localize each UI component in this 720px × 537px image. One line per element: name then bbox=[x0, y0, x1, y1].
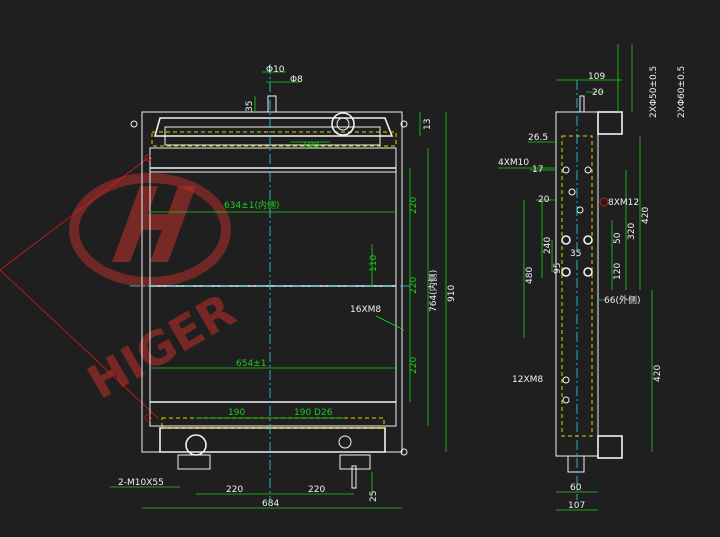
dim-35: 35 bbox=[570, 249, 581, 259]
side-hole-5 bbox=[561, 235, 571, 245]
leader-16xm8 bbox=[375, 315, 405, 331]
side-hole-1 bbox=[562, 166, 570, 174]
dim-13: 13 bbox=[423, 119, 433, 130]
dim-120: 120 bbox=[613, 263, 623, 280]
dim-190-bl: 190 bbox=[228, 408, 245, 418]
dim-35: 35 bbox=[245, 101, 255, 112]
bottom-hose-fitting bbox=[597, 435, 623, 459]
dim-phi10: Φ10 bbox=[266, 65, 285, 75]
dim-910: 910 bbox=[447, 285, 457, 302]
bolt-bottom-right bbox=[400, 448, 408, 456]
side-hole-4 bbox=[576, 206, 584, 214]
leader-line-top bbox=[0, 157, 149, 271]
side-hole-2 bbox=[584, 166, 592, 174]
dim-634: 634±1(内侧) bbox=[224, 199, 279, 211]
front-view: Φ10 Φ8 35 13 190 634±1(内侧) 654±1 220 110… bbox=[110, 64, 457, 509]
right-mount-bracket bbox=[339, 454, 371, 470]
dim-26-5: 26.5 bbox=[528, 133, 548, 143]
dim-107: 107 bbox=[568, 501, 585, 511]
dim-66: 66(外侧) bbox=[604, 294, 640, 306]
bolt-left-2 bbox=[144, 414, 152, 422]
filler-cap bbox=[331, 112, 355, 136]
dim-764: 764(内侧) bbox=[427, 270, 439, 312]
dim-109: 109 bbox=[588, 72, 605, 82]
dim-190-top: 190 bbox=[302, 141, 319, 151]
dim-12xm8: 12XM8 bbox=[512, 375, 543, 385]
top-pipe bbox=[267, 95, 277, 113]
dim-654: 654±1 bbox=[236, 359, 266, 369]
drain-plug bbox=[338, 435, 352, 449]
dim-220-a: 220 bbox=[409, 197, 419, 214]
dim-240: 240 bbox=[543, 237, 553, 254]
bolt-top-left bbox=[130, 120, 138, 128]
dim-phi8: Φ8 bbox=[290, 75, 303, 85]
left-mount-bracket bbox=[177, 454, 211, 470]
dim-220-br: 220 bbox=[308, 485, 325, 495]
dim-684: 684 bbox=[262, 499, 279, 509]
side-hole-red bbox=[599, 197, 609, 207]
leader-line-bottom bbox=[0, 269, 159, 419]
bolt-left-1 bbox=[144, 154, 152, 162]
side-hole-10 bbox=[562, 396, 570, 404]
dim-420-top: 420 bbox=[641, 207, 651, 224]
dim-480: 480 bbox=[525, 267, 535, 284]
top-tank bbox=[153, 117, 394, 137]
dim-220-bl: 220 bbox=[226, 485, 243, 495]
dim-190-br: 190 D26 bbox=[294, 408, 333, 418]
dim-20-side: 20 bbox=[538, 195, 550, 205]
side-hole-7 bbox=[561, 267, 571, 277]
top-hose-fitting bbox=[597, 111, 623, 135]
side-view: 109 20 2XΦ50±0.5 2XΦ60±0.5 26.5 4XM10 17… bbox=[498, 44, 687, 511]
bolt-top-right bbox=[400, 120, 408, 128]
logo-h-mark bbox=[112, 186, 196, 262]
dim-4xm10: 4XM10 bbox=[498, 158, 529, 168]
hidden-line-bottom bbox=[161, 417, 385, 429]
dim-60: 60 bbox=[570, 483, 582, 493]
filler-cap-inner bbox=[336, 117, 350, 131]
dim-16xm8: 16XM8 bbox=[350, 305, 381, 315]
dim-95: 95 bbox=[553, 263, 563, 274]
side-hole-3 bbox=[568, 188, 576, 196]
dim-320: 320 bbox=[627, 223, 637, 240]
dim-2m10x55: 2-M10X55 bbox=[118, 478, 164, 488]
bottom-tank bbox=[159, 427, 386, 453]
dim-220-c: 220 bbox=[409, 357, 419, 374]
brand-watermark-text: HIGER bbox=[79, 283, 245, 410]
top-tank-inner bbox=[164, 126, 381, 146]
side-hole-8 bbox=[583, 267, 593, 277]
hidden-line-top bbox=[151, 131, 397, 147]
side-hole-6 bbox=[583, 235, 593, 245]
drain-pipe bbox=[351, 465, 357, 489]
side-top-pipe bbox=[579, 95, 585, 113]
core bbox=[149, 147, 397, 427]
dim-50: 50 bbox=[613, 232, 623, 244]
dim-tol-outer: 2XΦ50±0.5 bbox=[649, 66, 659, 118]
dim-110: 110 bbox=[369, 255, 379, 272]
higer-logo-watermark: HIGER bbox=[69, 173, 245, 410]
dim-220-b: 220 bbox=[409, 277, 419, 294]
dim-20-top: 20 bbox=[592, 88, 604, 98]
dim-8xm12: 8XM12 bbox=[608, 198, 639, 208]
dim-420-bottom: 420 bbox=[653, 365, 663, 382]
dim-17: 17 bbox=[532, 165, 543, 175]
dim-25: 25 bbox=[369, 491, 379, 502]
dim-tol-inner: 2XΦ60±0.5 bbox=[677, 66, 687, 118]
side-hole-9 bbox=[562, 376, 570, 384]
side-bottom-drain bbox=[567, 455, 585, 473]
